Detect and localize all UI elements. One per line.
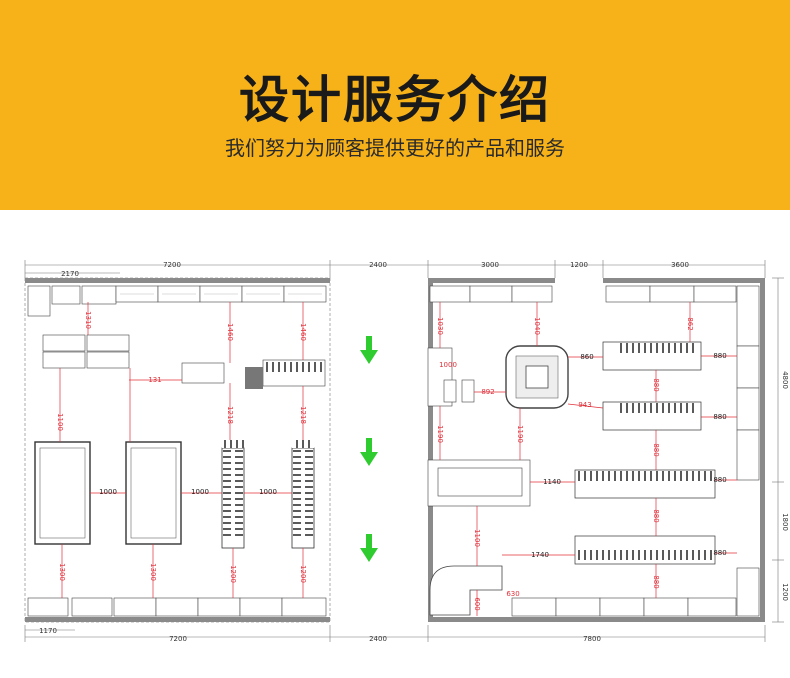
dim-1200-b: 1200 <box>299 565 307 583</box>
dim-1190-a: 1190 <box>436 425 444 443</box>
dim-1000-b: 1000 <box>191 488 209 496</box>
outer-dimension-labels: 7200 2170 2400 3000 1200 3600 1170 7200 … <box>39 261 789 643</box>
dim-862: 862 <box>686 317 694 330</box>
dim-1310: 1310 <box>84 311 92 329</box>
dim-bottom-2400: 2400 <box>369 635 387 643</box>
dim-880-g: 880 <box>713 549 726 557</box>
header-banner <box>0 0 790 210</box>
dim-131: 131 <box>148 376 161 384</box>
dim-1200-a: 1200 <box>229 565 237 583</box>
dim-top-1200: 1200 <box>570 261 588 269</box>
dim-1218-b: 1218 <box>299 406 307 424</box>
arrow-down-icon <box>360 336 378 364</box>
dim-880-c: 880 <box>652 378 660 391</box>
dim-600: 600 <box>473 597 481 610</box>
dimension-lines-right <box>772 277 784 623</box>
dim-right-4800: 4800 <box>781 371 789 389</box>
dim-892: 892 <box>481 388 494 396</box>
dim-1000-r: 1000 <box>439 361 457 369</box>
dim-1000-c: 1000 <box>259 488 277 496</box>
dim-top-3000: 3000 <box>481 261 499 269</box>
dim-880-f: 880 <box>652 509 660 522</box>
dim-right-1200: 1200 <box>781 583 789 601</box>
dim-bottom-7800: 7800 <box>583 635 601 643</box>
page-subtitle: 我们努力为顾客提供更好的产品和服务 <box>225 136 565 160</box>
dim-1000-a: 1000 <box>99 488 117 496</box>
floor-plan: 7200 2170 2400 3000 1200 3600 1170 7200 … <box>0 250 790 670</box>
dim-top-2170: 2170 <box>61 270 79 278</box>
page-title: 设计服务介绍 <box>239 71 551 129</box>
arrow-down-icon <box>360 438 378 466</box>
dim-943: 943 <box>578 401 591 409</box>
left-dim-lines <box>59 302 304 598</box>
left-dim-labels: 1310 1460 1460 131 1100 1218 1218 1000 1… <box>56 311 307 583</box>
dim-1190-b: 1190 <box>516 425 524 443</box>
dim-860: 860 <box>580 353 593 361</box>
dim-1030: 1030 <box>436 317 444 335</box>
left-room <box>24 277 331 623</box>
arrow-down-icon <box>360 534 378 562</box>
dim-top-2400: 2400 <box>369 261 387 269</box>
dim-630: 630 <box>506 590 519 598</box>
dim-880-h: 880 <box>652 575 660 588</box>
dimension-lines-top <box>24 260 766 278</box>
dim-880-b: 880 <box>713 413 726 421</box>
right-dim-labels: 1030 1040 862 1000 892 860 880 943 880 8… <box>436 317 727 611</box>
dim-1140: 1140 <box>543 478 561 486</box>
floor-plan-svg: 7200 2170 2400 3000 1200 3600 1170 7200 … <box>24 260 789 643</box>
dim-1100-r: 1100 <box>473 529 481 547</box>
dim-1740: 1740 <box>531 551 549 559</box>
dim-1100: 1100 <box>56 413 64 431</box>
dim-1300-b: 1300 <box>149 563 157 581</box>
dim-top-3600: 3600 <box>671 261 689 269</box>
dim-right-1800: 1800 <box>781 513 789 531</box>
dim-1218-a: 1218 <box>226 406 234 424</box>
dim-1460-a: 1460 <box>226 323 234 341</box>
dim-1460-b: 1460 <box>299 323 307 341</box>
dim-880-d: 880 <box>713 476 726 484</box>
dim-880-a: 880 <box>713 352 726 360</box>
dim-bottom-7200: 7200 <box>169 635 187 643</box>
dim-bottom-1170: 1170 <box>39 627 57 635</box>
dim-1040: 1040 <box>533 317 541 335</box>
right-dim-lines <box>439 302 737 616</box>
dim-880-e: 880 <box>652 443 660 456</box>
dim-1300-a: 1300 <box>58 563 66 581</box>
dimension-lines-bottom <box>24 625 766 642</box>
dim-top-7200: 7200 <box>163 261 181 269</box>
direction-arrows <box>360 336 378 562</box>
right-room <box>427 278 765 622</box>
